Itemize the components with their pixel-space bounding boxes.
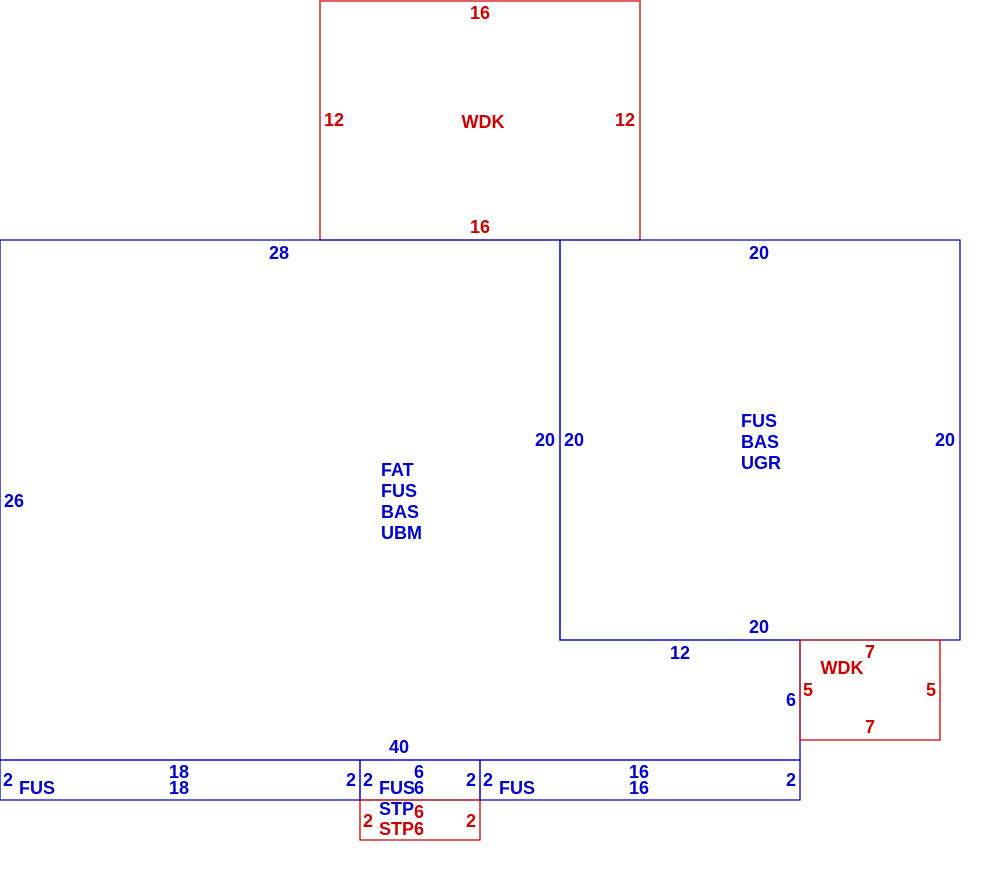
bottom-right-strip-left-dimension: 2 <box>483 770 493 790</box>
side-deck-bottom-dimension: 7 <box>865 717 875 737</box>
bottom-mid-strip-area: 2 6 6 2 FUS STP <box>359 759 481 819</box>
bottom-left-strip-code-fus: FUS <box>19 778 55 798</box>
side-deck-outline <box>799 639 941 741</box>
side-deck-code-wdk: WDK <box>821 658 864 678</box>
bottom-mid-strip-bottom-dimension: 6 <box>414 778 424 798</box>
side-deck-top-dimension: 7 <box>865 642 875 662</box>
bottom-left-strip-left-dimension: 2 <box>3 770 13 790</box>
bottom-left-strip-bottom-dimension: 18 <box>169 778 189 798</box>
bottom-mid-strip-left-dimension: 2 <box>363 770 373 790</box>
bottom-mid-strip-right-dimension: 2 <box>466 770 476 790</box>
main-house-left-dimension: 26 <box>4 491 24 511</box>
bottom-right-strip-outline <box>479 759 801 801</box>
main-house-code-ubm: UBM <box>381 523 422 543</box>
top-deck-code-wdk: WDK <box>462 112 505 132</box>
step-area: 2 6 6 2 STP <box>359 799 481 841</box>
bottom-right-strip-area: 2 16 16 2 FUS <box>479 759 801 801</box>
main-house-code-fus: FUS <box>381 481 417 501</box>
top-deck-bottom-dimension: 16 <box>470 217 490 237</box>
right-wing-bottom-dimension: 20 <box>749 617 769 637</box>
bottom-right-strip-bottom-dimension: 16 <box>629 778 649 798</box>
right-wing-area: 20 20 20 20 FUS BAS UGR <box>559 239 961 641</box>
bottom-left-strip-area: 2 18 18 2 FUS <box>0 759 361 801</box>
right-wing-top-dimension: 20 <box>749 243 769 263</box>
bottom-mid-strip-code-fus: FUS <box>379 778 415 798</box>
right-wing-code-bas: BAS <box>741 432 779 452</box>
step-outline <box>359 799 481 841</box>
main-house-code-bas: BAS <box>381 502 419 522</box>
bottom-right-strip-code-fus: FUS <box>499 778 535 798</box>
main-house-code-fat: FAT <box>381 460 414 480</box>
bottom-mid-strip-code-stp: STP <box>379 799 414 819</box>
step-right-dimension: 2 <box>466 811 476 831</box>
right-wing-right-dimension: 20 <box>935 430 955 450</box>
top-deck-area: 16 12 12 16 WDK <box>319 0 641 241</box>
side-deck-right-dimension: 5 <box>926 680 936 700</box>
main-house-area: 28 26 20 12 6 40 FAT FUS BAS UBM <box>0 239 801 761</box>
bottom-left-strip-top-dimension: 18 <box>169 762 189 782</box>
bottom-right-strip-right-dimension: 2 <box>786 770 796 790</box>
right-wing-code-fus: FUS <box>741 411 777 431</box>
main-house-top-dimension: 28 <box>269 243 289 263</box>
bottom-mid-strip-top-dimension: 6 <box>414 762 424 782</box>
main-house-notch-right-dimension: 6 <box>786 690 796 710</box>
bottom-right-strip-top-dimension: 16 <box>629 762 649 782</box>
step-top-dimension: 6 <box>414 802 424 822</box>
right-wing-code-ugr: UGR <box>741 453 781 473</box>
top-deck-top-dimension: 16 <box>470 3 490 23</box>
side-deck-area: 7 5 5 7 WDK <box>799 639 941 741</box>
step-left-dimension: 2 <box>363 811 373 831</box>
main-house-inner-right-dimension: 20 <box>535 430 555 450</box>
right-wing-left-dimension: 20 <box>564 430 584 450</box>
step-bottom-dimension: 6 <box>414 819 424 839</box>
bottom-left-strip-right-dimension: 2 <box>346 770 356 790</box>
right-wing-outline <box>559 239 961 641</box>
main-house-notch-bottom-dimension: 12 <box>670 643 690 663</box>
step-code-stp: STP <box>379 819 414 839</box>
main-house-bottom-dimension: 40 <box>389 737 409 757</box>
top-deck-left-dimension: 12 <box>324 110 344 130</box>
side-deck-left-dimension: 5 <box>803 680 813 700</box>
top-deck-right-dimension: 12 <box>615 110 635 130</box>
